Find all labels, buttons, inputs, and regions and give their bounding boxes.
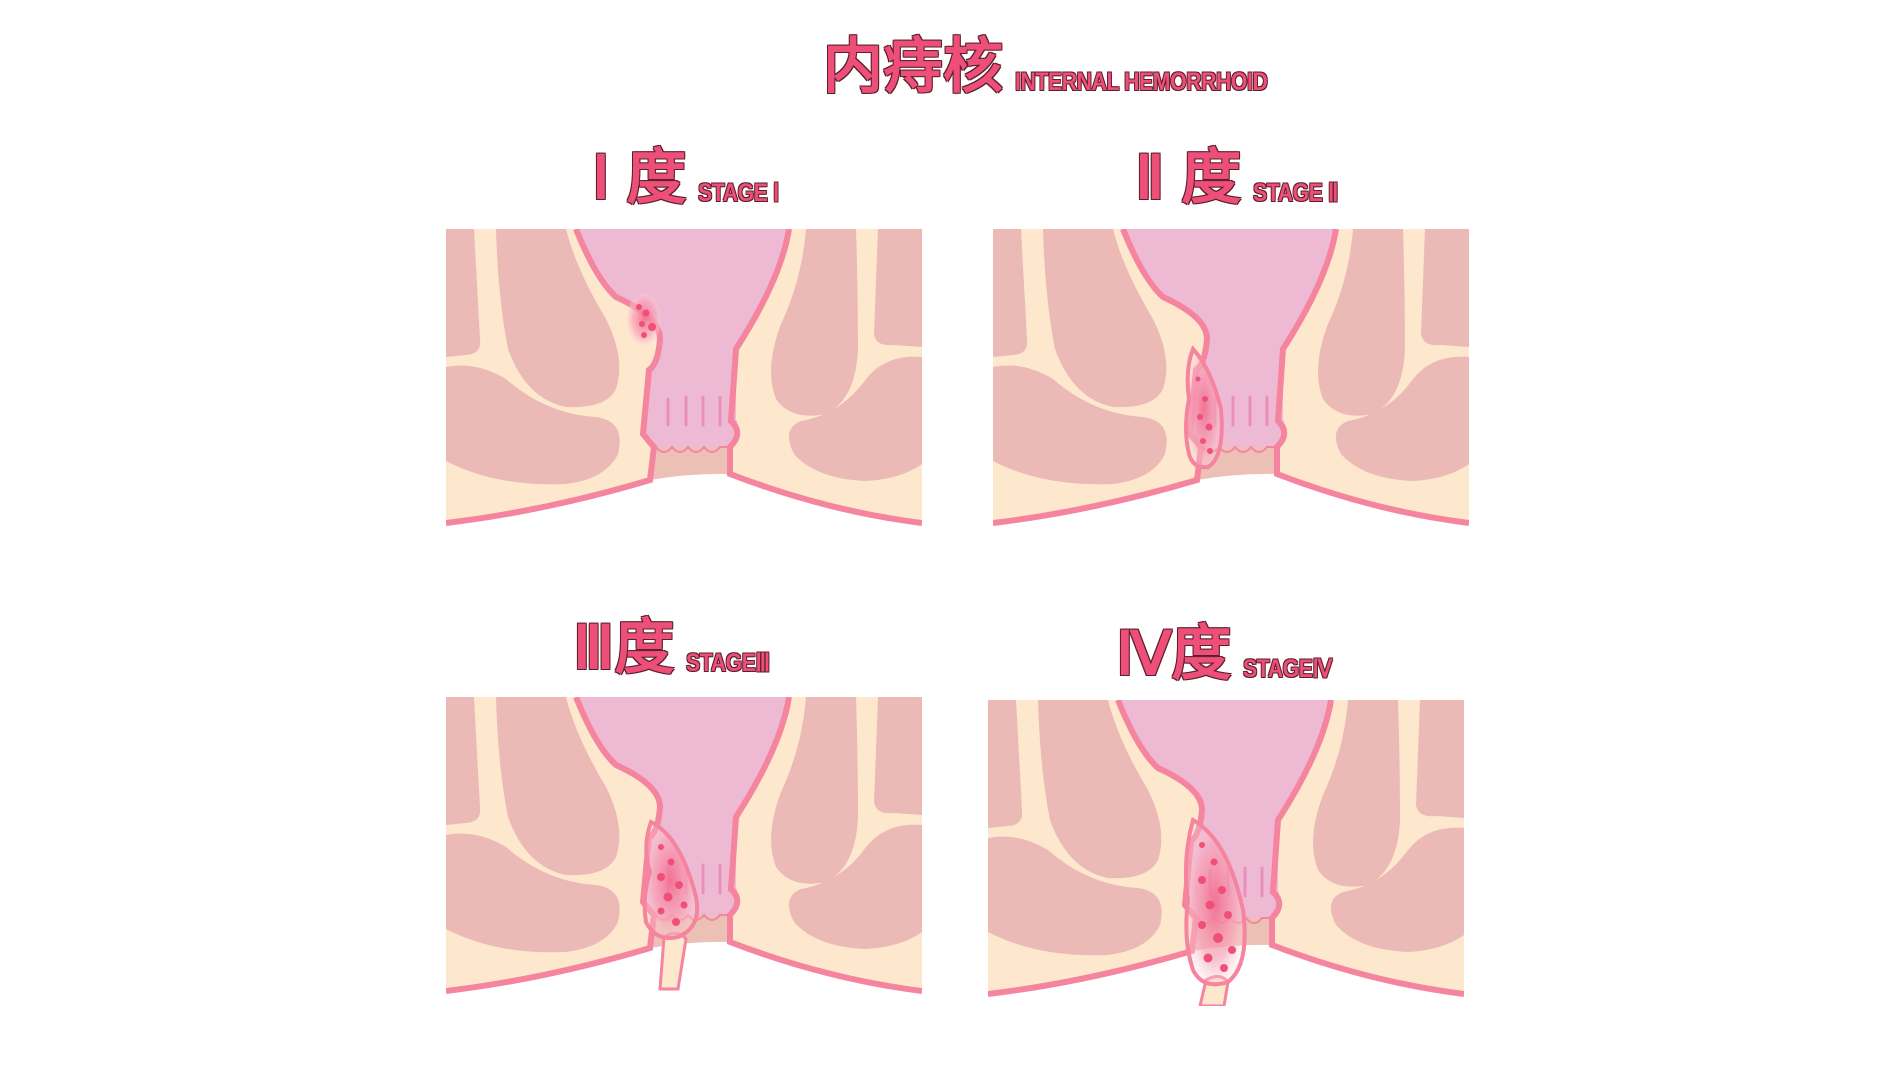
hemorrhoid-dots xyxy=(1198,842,1236,972)
main-title: 内痔核 INTERNAL HEMORRHOID xyxy=(823,37,1312,97)
stage-2-japanese: Ⅱ 度 xyxy=(1135,144,1242,211)
stage-1-english: STAGE Ⅰ xyxy=(698,179,780,207)
stage-4-label: Ⅳ度 STAGEⅣ xyxy=(1116,624,1348,684)
anal-canal-anatomy xyxy=(993,229,1469,535)
hemorrhoid xyxy=(1184,345,1224,470)
hemorrhoid-dots xyxy=(636,304,656,338)
stage-3-english: STAGEⅢ xyxy=(686,649,771,677)
stage-2-english: STAGE Ⅱ xyxy=(1253,179,1339,207)
stage-1-label: Ⅰ 度 STAGE Ⅰ xyxy=(592,148,793,208)
stage-3-label: Ⅲ度 STAGEⅢ xyxy=(573,618,785,678)
stage-2-illustration xyxy=(993,229,1469,535)
stage-4-english: STAGEⅣ xyxy=(1243,655,1333,683)
hemorrhoid-dots xyxy=(657,844,688,926)
hemorrhoid xyxy=(642,819,700,940)
stage-3-illustration xyxy=(446,697,922,1003)
stage-2-label: Ⅱ 度 STAGE Ⅱ xyxy=(1135,148,1353,208)
stage-1-japanese: Ⅰ 度 xyxy=(592,144,687,211)
stage-4-japanese: Ⅳ度 xyxy=(1116,620,1232,687)
hemorrhoid xyxy=(627,293,661,345)
hemorrhoid-dots xyxy=(1195,376,1213,454)
title-japanese: 内痔核 xyxy=(823,33,1003,100)
stage-3-japanese: Ⅲ度 xyxy=(573,614,675,681)
stage-4-illustration xyxy=(988,700,1464,1006)
stage-1-illustration xyxy=(446,229,922,535)
title-english: INTERNAL HEMORRHOID xyxy=(1015,68,1268,96)
hemorrhoid xyxy=(1183,816,1247,987)
anal-canal-anatomy xyxy=(446,229,922,535)
